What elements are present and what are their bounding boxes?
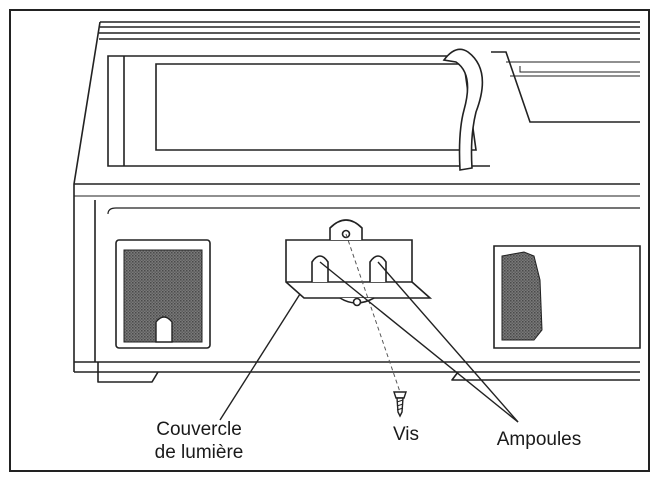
leader-bulb-1	[319, 261, 519, 423]
power-cable	[442, 48, 484, 171]
light-cover-label: Couvercle de lumière	[139, 418, 259, 464]
bulb-slot-left	[311, 255, 329, 282]
light-cover-label-line1: Couvercle	[156, 419, 242, 440]
leader-cover	[219, 293, 301, 421]
screw-label: Vis	[392, 424, 420, 445]
light-cover-label-line2: de lumière	[154, 442, 244, 463]
left-speaker	[115, 239, 211, 349]
left-foot	[97, 362, 159, 383]
bulbs-label: Ampoules	[496, 429, 582, 450]
screw-icon	[393, 391, 407, 418]
device-housing	[73, 21, 640, 383]
bulb-slot-right	[369, 255, 387, 282]
leader-bulb-2	[377, 261, 519, 423]
leader-lines	[219, 261, 519, 423]
right-foot	[451, 371, 640, 381]
right-speaker	[493, 245, 641, 349]
display-window	[107, 51, 640, 167]
screw-hole-bottom	[352, 297, 362, 307]
